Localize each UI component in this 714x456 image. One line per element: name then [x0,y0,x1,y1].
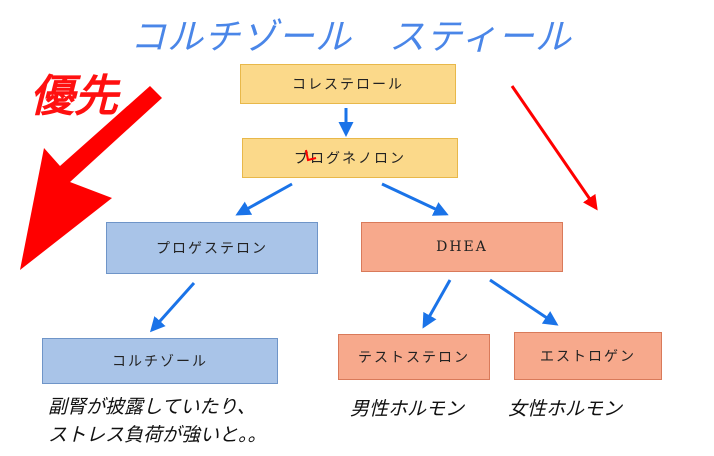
node-progesterone: プロゲステロン [106,222,318,274]
arrow-progesterone-to-cortisol [150,282,196,333]
red-priority-arrow [20,86,162,270]
red-check-mark [305,149,317,162]
arrow-pregnenolone-to-progesterone [235,182,293,216]
male-hormone-label: 男性ホルモン [350,398,465,420]
female-hormone-label: 女性ホルモン [508,398,623,420]
arrow-dhea-to-testosterone [422,279,452,329]
arrow-pregnenolone-to-dhea [381,182,449,216]
priority-label: 優先 [30,71,118,122]
node-dhea: DHEA [361,222,563,272]
diagram-title: コルチゾール スティール [130,17,572,58]
node-cholesterol: コレステロール [240,64,456,104]
note-line-2: ストレス負荷が強いと。。 [48,424,267,446]
node-estrogen: エストロゲン [514,332,662,380]
arrow-dhea-to-estrogen [489,278,559,326]
node-testosterone: テストステロン [338,334,490,380]
red-arrow-right [510,85,598,211]
node-pregnenolone: プログネノロン [242,138,458,178]
node-cortisol: コルチゾール [42,338,278,384]
note-line-1: 副腎が披露していたり、 [48,396,256,418]
